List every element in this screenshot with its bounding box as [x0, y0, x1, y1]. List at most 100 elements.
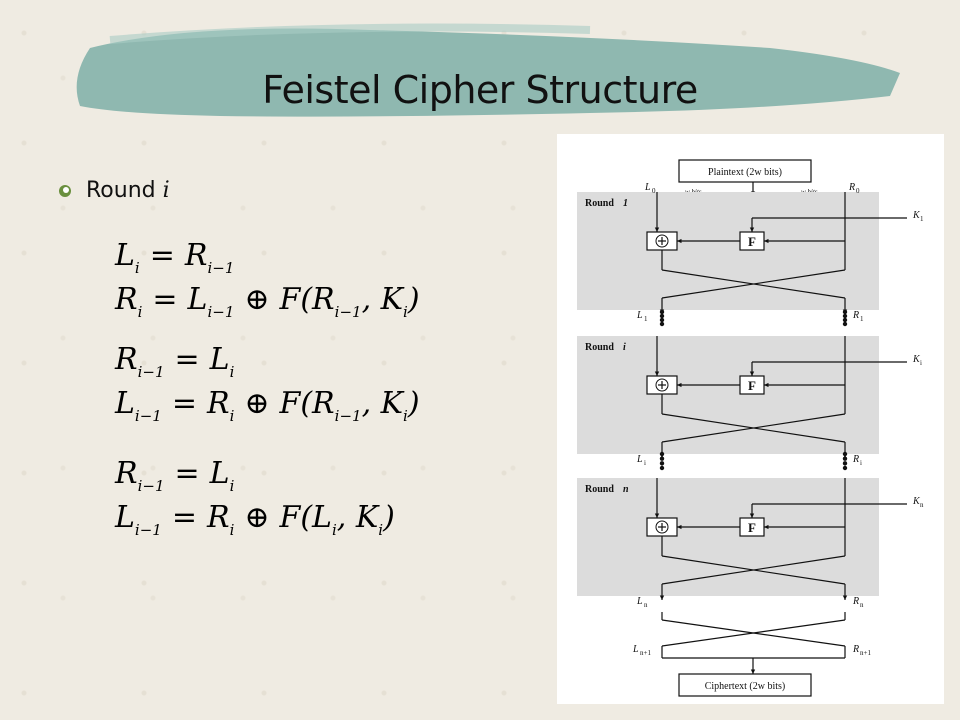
key-label: K [912, 496, 921, 507]
key-label: K [912, 354, 921, 365]
equation-term: ) [407, 386, 420, 421]
plaintext-box [678, 159, 812, 183]
ellipsis-dot [659, 309, 665, 315]
equation-lhs-subscript: i−1 [137, 477, 165, 495]
cross-line-b [661, 413, 846, 443]
ellipsis-dot [842, 461, 848, 466]
equation-term: ) [383, 500, 395, 535]
right-label-subscript: 0 [856, 187, 860, 195]
key-label-subscript: i [920, 359, 922, 367]
round-box [577, 192, 879, 310]
equation-lhs: R [115, 456, 138, 491]
equation-term: , K [361, 282, 404, 317]
equation-term: F(R [279, 386, 335, 421]
left-input-arrow-head [654, 371, 660, 376]
ellipsis-dot [659, 456, 665, 461]
equation-term-subscript: i [229, 363, 235, 381]
xor-operator: ⊕ [244, 500, 270, 535]
left-label: L [636, 596, 643, 607]
ellipsis-dot [659, 321, 665, 327]
f-to-xor-arrow-head [677, 524, 682, 530]
key-arrow-head [749, 513, 755, 518]
equation-2: Ri=Li−1⊕F(Ri−1, Ki) [115, 282, 420, 321]
slide-title: Feistel Cipher Structure [262, 68, 698, 112]
equation-6: Li−1=Ri⊕F(Li, Ki) [115, 500, 395, 539]
key-arrow-head [749, 371, 755, 376]
equation-term: F(R [279, 282, 335, 317]
f-to-xor-arrow-head [677, 382, 682, 388]
left-label-subscript: n [644, 601, 648, 609]
xor-operator: ⊕ [244, 386, 270, 421]
left-label: L [636, 454, 643, 465]
equation-term: R [184, 238, 208, 273]
equation-term: ) [407, 282, 420, 317]
left-label-subscript: 1 [644, 315, 648, 323]
left-label-subscript: i [644, 459, 646, 467]
equation-term: R [206, 386, 230, 421]
ellipsis-dot [842, 321, 848, 327]
ciphertext-label: Ciphertext (2w bits) [705, 681, 786, 692]
equals-sign: = [152, 282, 178, 317]
equation-term-subscript: i−1 [207, 303, 235, 321]
bullet-text: Round i [86, 178, 170, 203]
ellipsis-dot [842, 456, 848, 461]
right-label-subscript: n+1 [860, 649, 871, 657]
ellipsis-dot [659, 451, 665, 457]
bullet-round: Round i [58, 178, 170, 203]
feistel-diagram-svg: Plaintext (2w bits)w bitsw bitsRound 1K1… [577, 159, 924, 697]
equals-sign: = [174, 456, 200, 491]
ellipsis-dot [842, 465, 848, 471]
equals-sign: = [174, 342, 200, 377]
ellipsis-dot [842, 317, 848, 323]
right-label: R [848, 182, 855, 193]
ellipsis-dot [659, 313, 665, 319]
right-label-subscript: 1 [860, 315, 864, 323]
right-to-f-arrow-head [764, 524, 769, 530]
equals-sign: = [171, 500, 197, 535]
equation-term-subscript: i [403, 407, 408, 425]
title-banner [76, 23, 900, 117]
equation-term-subscript: i [229, 477, 235, 495]
round-label: Round [585, 198, 614, 209]
out-right-arrow-head [842, 595, 848, 600]
equation-lhs: R [115, 282, 138, 317]
ellipsis-dot [842, 313, 848, 319]
ciphertext-arrow-head [750, 669, 756, 674]
right-label: R [852, 596, 859, 607]
equation-lhs-subscript: i−1 [137, 363, 165, 381]
key-arrow-head [749, 227, 755, 232]
ellipsis-dot [659, 461, 665, 466]
equation-term: L [187, 282, 208, 317]
right-label: R [852, 310, 859, 321]
right-label: R [852, 644, 859, 655]
left-label-subscript: 0 [652, 187, 656, 195]
f-label: F [748, 234, 756, 249]
round-box [577, 478, 879, 596]
right-label-subscript: i [860, 459, 862, 467]
right-label: R [852, 454, 859, 465]
equation-term: F(L [279, 500, 332, 535]
equation-term: R [206, 500, 230, 535]
out-left-arrow-head [659, 595, 665, 600]
equation-term: , K [361, 386, 404, 421]
left-input-arrow-head [654, 227, 660, 232]
equation-term: , K [336, 500, 379, 535]
right-to-f-arrow-head [764, 238, 769, 244]
left-label: L [644, 182, 651, 193]
round-label: Round [585, 484, 614, 495]
round-label-var: n [623, 484, 629, 495]
equation-lhs: L [115, 386, 135, 421]
xor-operator: ⊕ [244, 282, 270, 317]
key-label-subscript: 1 [920, 215, 924, 223]
feistel-diagram: Plaintext (2w bits)w bitsw bitsRound 1K1… [557, 134, 944, 704]
cross-line-b [661, 269, 846, 299]
equation-lhs-subscript: i [137, 303, 143, 321]
equation-1: Li=Ri−1 [115, 238, 234, 277]
equals-sign: = [171, 386, 197, 421]
equation-term-subscript: i−1 [207, 259, 235, 277]
round-label-var: i [623, 342, 626, 353]
equation-term: L [209, 456, 230, 491]
equation-term-subscript: i [331, 521, 337, 539]
ciphertext-box [678, 673, 812, 697]
f-label: F [748, 378, 756, 393]
